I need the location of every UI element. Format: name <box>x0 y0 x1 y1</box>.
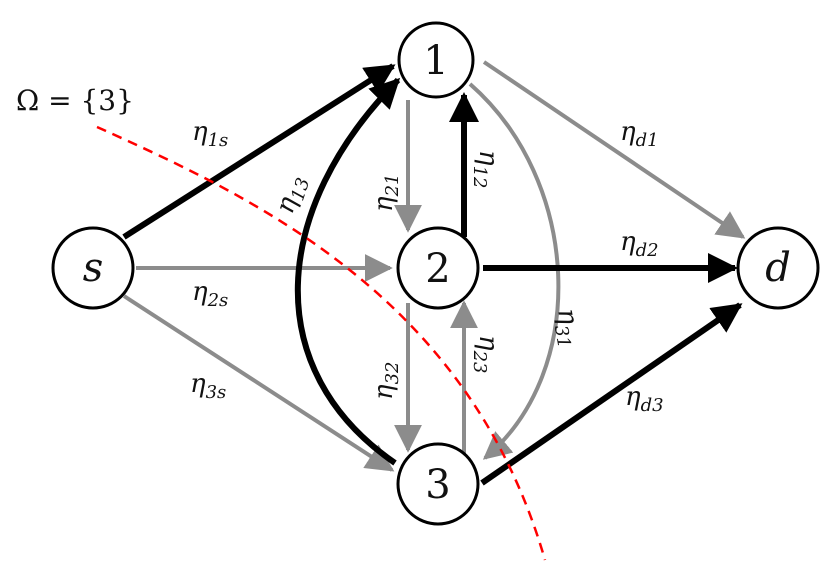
node-s: s <box>51 226 135 310</box>
edges <box>122 60 746 486</box>
label-eta-32: η32 <box>369 362 403 400</box>
nodes: s 1 2 3 d <box>51 21 820 526</box>
omega-label: Ω = {3} <box>16 84 134 117</box>
label-eta-2s: η2s <box>192 277 228 311</box>
node-3: 3 <box>396 442 480 526</box>
edge-s-3 <box>122 294 395 472</box>
label-eta-3s: η3s <box>190 369 226 403</box>
edge-3-1 <box>294 77 401 466</box>
label-eta-d2: ηd2 <box>620 227 659 261</box>
node-1: 1 <box>397 21 475 99</box>
edge-labels: η1s η2s η3s η21 η12 η32 η23 η13 η31 ηd1 <box>190 117 664 416</box>
label-eta-d1: ηd1 <box>620 117 659 151</box>
node-d: d <box>736 226 820 310</box>
edge-s-1 <box>122 63 396 240</box>
node-2-label: 2 <box>425 246 450 292</box>
label-eta-13: η13 <box>270 171 314 218</box>
node-1-label: 1 <box>423 38 448 84</box>
cut-line <box>96 125 547 561</box>
label-eta-31: η31 <box>547 306 587 350</box>
label-eta-23: η23 <box>469 335 503 373</box>
node-d-label: d <box>765 245 791 291</box>
label-eta-12: η12 <box>469 150 503 188</box>
label-eta-d3: ηd3 <box>625 382 664 416</box>
edge-3-d <box>480 302 743 486</box>
node-3-label: 3 <box>425 462 450 508</box>
edge-1-3 <box>468 82 561 460</box>
label-eta-21: η21 <box>369 174 403 212</box>
node-s-label: s <box>83 245 104 291</box>
label-eta-1s: η1s <box>192 117 228 151</box>
edge-1-d <box>482 60 746 239</box>
node-2: 2 <box>396 226 480 310</box>
